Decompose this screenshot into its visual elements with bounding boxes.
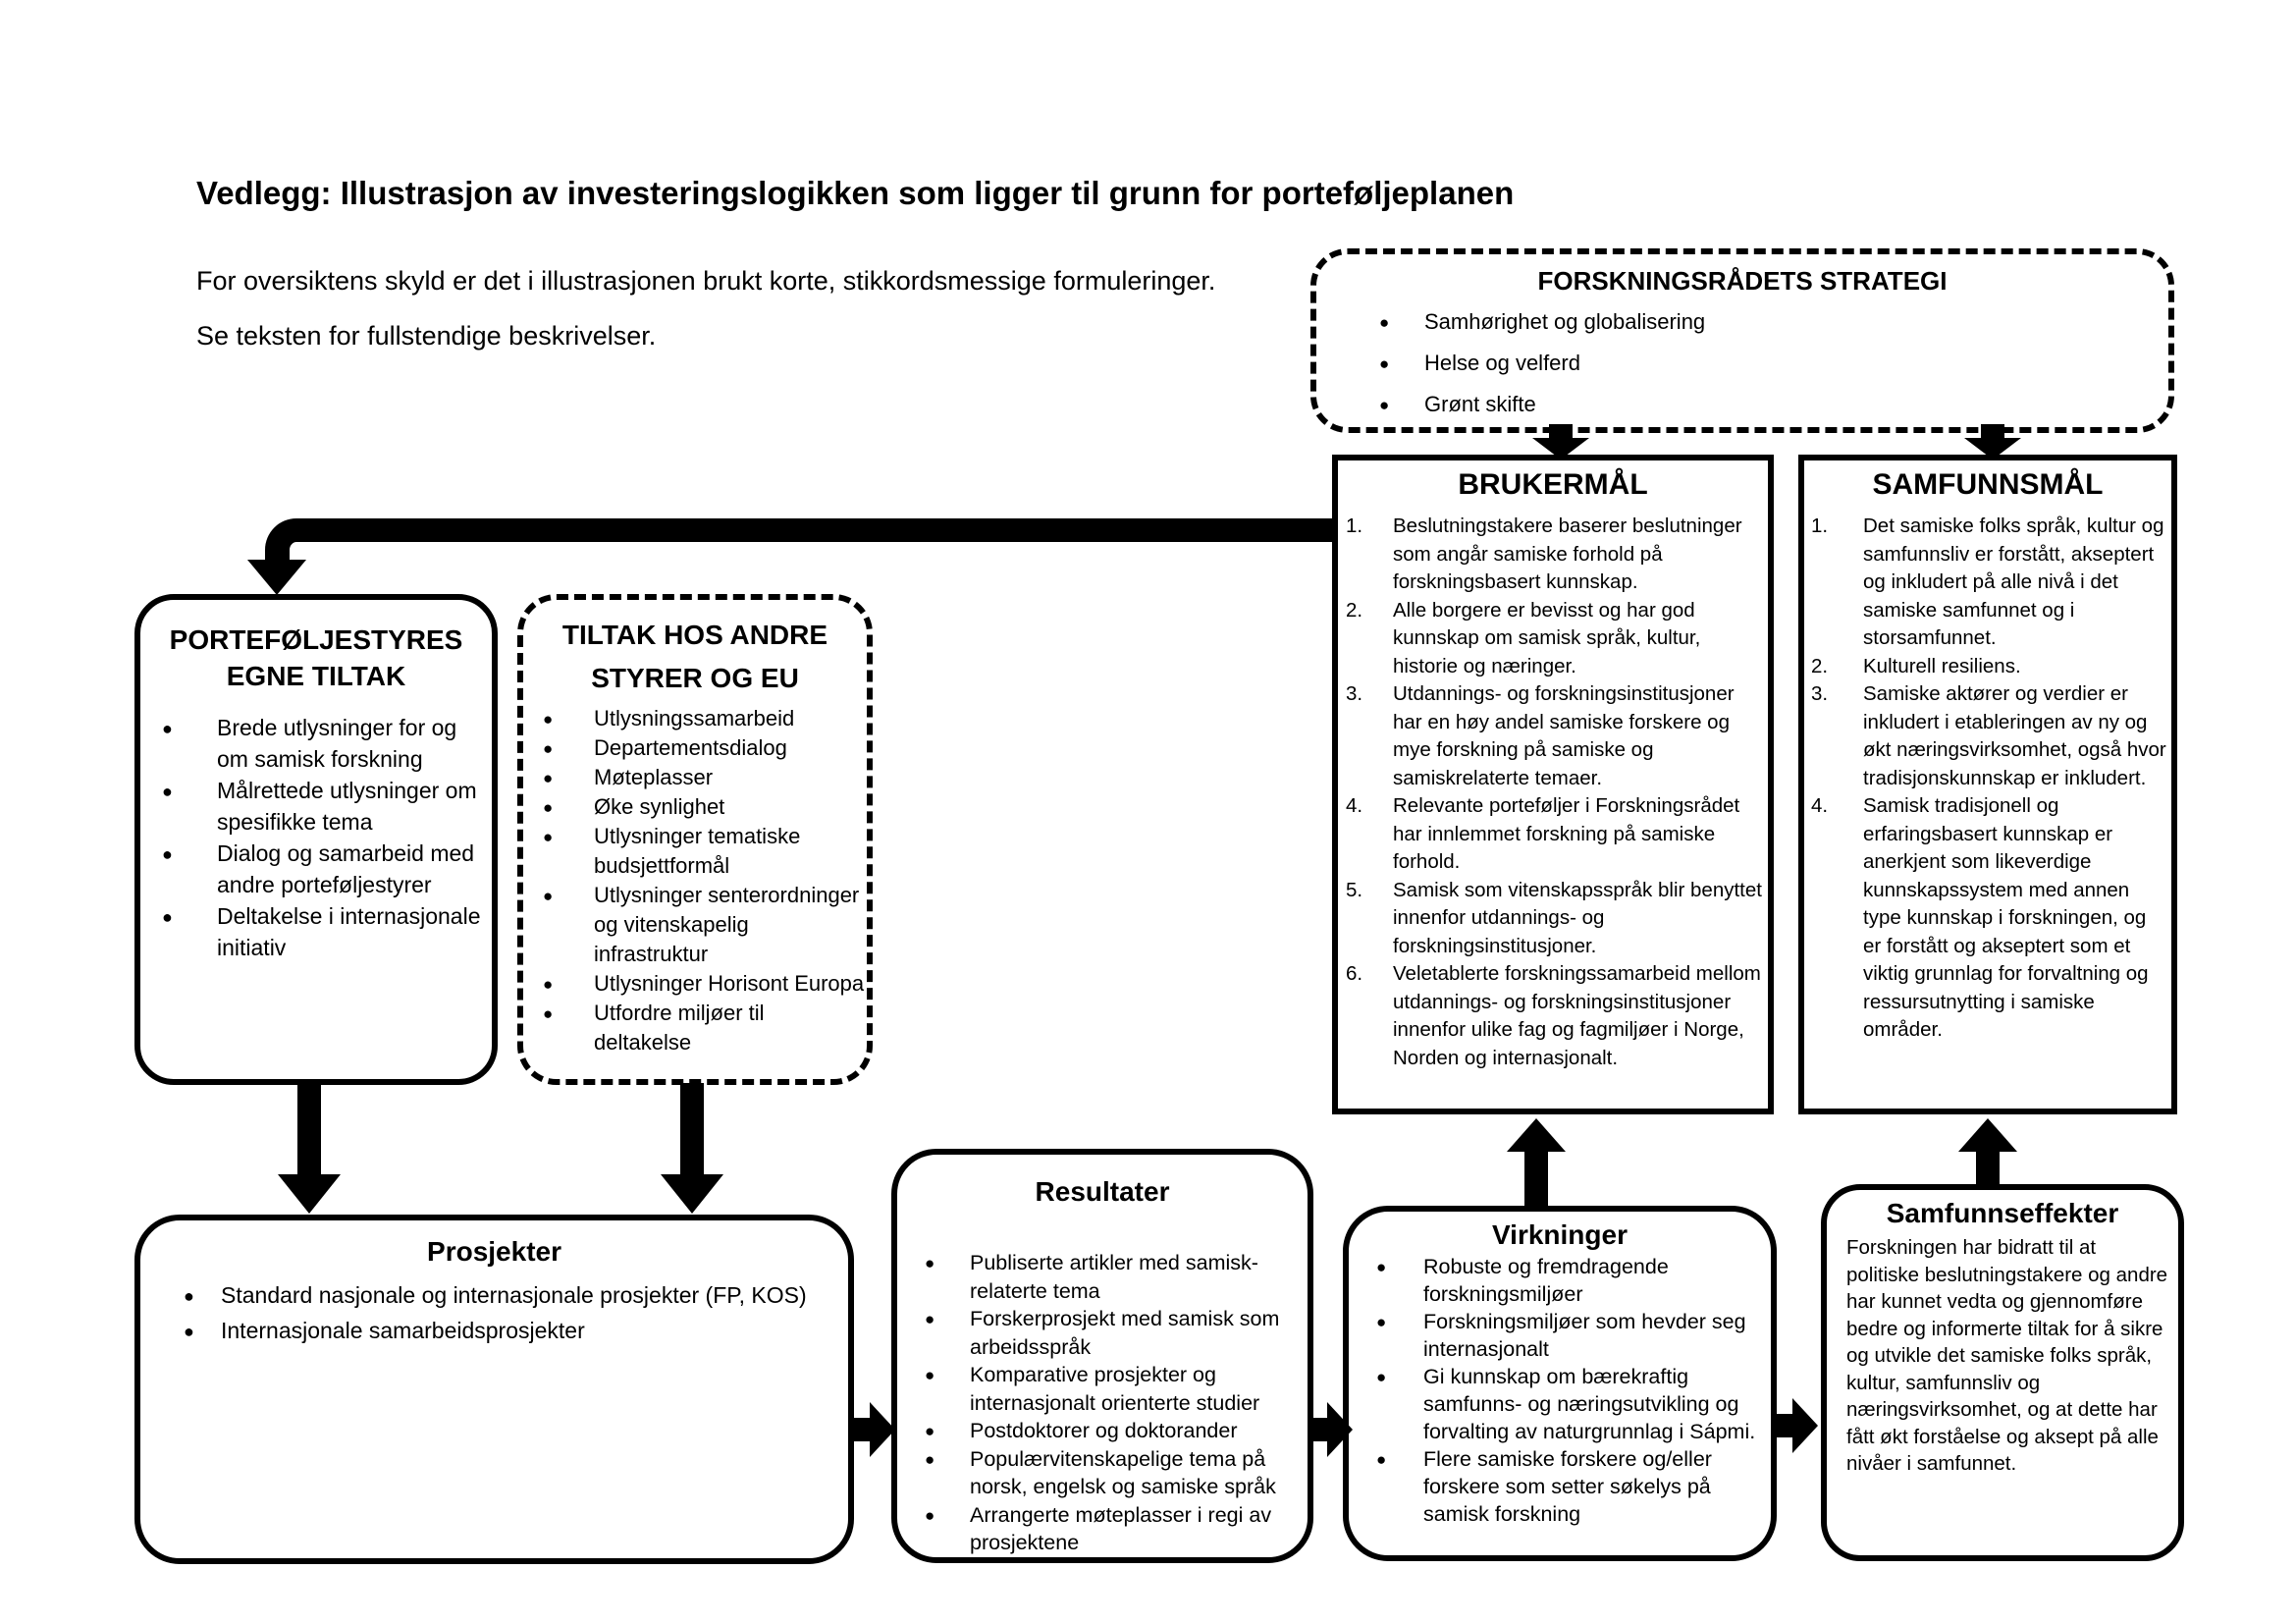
arrow-down-head bbox=[278, 1174, 341, 1214]
list-item: Det samiske folks språk, kultur og samfu… bbox=[1811, 513, 2164, 649]
resultater-box-title: Resultater bbox=[1035, 1176, 1170, 1207]
samfunnseffekter-box: Samfunnseffekter Forskningen har bidratt… bbox=[1821, 1184, 2184, 1561]
list-item: Gi kunnskap om bærekraftig samfunns- og … bbox=[1349, 1363, 1771, 1445]
list-item: Utlysninger senterordninger og vitenskap… bbox=[523, 881, 867, 969]
arrow-shaft bbox=[1524, 1149, 1548, 1210]
arrow-shaft bbox=[1976, 1149, 2000, 1188]
list-item: Samhørighet og globalisering bbox=[1379, 301, 2168, 344]
egne-tiltak-box-title: PORTEFØLJESTYRES EGNE TILTAK bbox=[169, 624, 463, 691]
strategy-box-title: FORSKNINGSRÅDETS STRATEGI bbox=[1537, 266, 1948, 296]
samfunnseffekter-box-title: Samfunnseffekter bbox=[1886, 1198, 2119, 1228]
list-item: Samisk som vitenskapsspråk blir benyttet… bbox=[1346, 877, 1762, 957]
virkninger-box-title: Virkninger bbox=[1492, 1219, 1628, 1250]
list-item: Standard nasjonale og internasjonale pro… bbox=[140, 1277, 848, 1314]
samfunnsmal-list: Det samiske folks språk, kultur og samfu… bbox=[1804, 513, 2171, 1045]
arrow-shaft bbox=[1771, 1414, 1796, 1437]
arrow-down-head bbox=[247, 560, 306, 595]
arrow-down-head bbox=[1532, 438, 1589, 460]
virkninger-box: Virkninger Robuste og fremdragende forsk… bbox=[1343, 1206, 1777, 1561]
list-item: Departementsdialog bbox=[523, 733, 867, 764]
list-item: Grønt skifte bbox=[1379, 384, 2168, 426]
list-item: Veletablerte forskningssamarbeid mellom … bbox=[1346, 960, 1761, 1069]
arrow-shaft bbox=[848, 1418, 874, 1441]
arrow-up-head bbox=[1958, 1118, 2017, 1152]
list-item: Deltakelse i internasjonale initiativ bbox=[140, 900, 492, 963]
list-item: Utfordre miljøer til deltakelse bbox=[523, 999, 867, 1057]
list-item: Samiske aktører og verdier er inkludert … bbox=[1811, 680, 2166, 789]
list-item: Utlysninger tematiske budsjettformål bbox=[523, 822, 867, 881]
egne-tiltak-list: Brede utlysninger for og om samisk forsk… bbox=[140, 712, 492, 963]
prosjekter-box-title: Prosjekter bbox=[427, 1236, 561, 1267]
list-item: Forskerprosjekt med samisk som arbeidssp… bbox=[897, 1305, 1308, 1361]
list-item: Helse og velferd bbox=[1379, 343, 2168, 385]
strategy-box: FORSKNINGSRÅDETS STRATEGI Samhørighet og… bbox=[1310, 248, 2174, 433]
samfunnsmal-box-title: SAMFUNNSMÅL bbox=[1872, 468, 2104, 501]
strategy-list: Samhørighet og globalisering Helse og ve… bbox=[1316, 301, 2168, 426]
arrow-shaft bbox=[1981, 424, 2004, 440]
arrow-up-head bbox=[1507, 1118, 1566, 1152]
list-item: Brede utlysninger for og om samisk forsk… bbox=[140, 712, 492, 775]
arrow-shaft bbox=[680, 1083, 704, 1177]
virkninger-list: Robuste og fremdragende forskningsmiljøe… bbox=[1349, 1253, 1771, 1528]
brukermal-box: BRUKERMÅL Beslutningstakere baserer besl… bbox=[1332, 455, 1774, 1114]
list-item: Utlysningssamarbeid bbox=[523, 704, 867, 734]
list-item: Kulturell resiliens. bbox=[1811, 653, 2021, 680]
samfunnseffekter-body: Forskningen har bidratt til at politiske… bbox=[1846, 1236, 2168, 1475]
list-item: Beslutningstakere baserer beslutninger s… bbox=[1346, 513, 1742, 593]
list-item: Øke synlighet bbox=[523, 792, 867, 823]
list-item: Alle borgere er bevisst og har god kunns… bbox=[1346, 597, 1701, 677]
list-item: Arrangerte møteplasser i regi av prosjek… bbox=[897, 1501, 1308, 1557]
arrow-right-head bbox=[1327, 1402, 1353, 1457]
arrow-right-head bbox=[1792, 1398, 1818, 1453]
list-item: Flere samiske forskere og/eller forskere… bbox=[1349, 1445, 1771, 1528]
brukermal-list: Beslutningstakere baserer beslutninger s… bbox=[1338, 513, 1768, 1072]
arrow-down-head bbox=[1964, 438, 2021, 460]
page-subtitle-line-1: For oversiktens skyld er det i illustras… bbox=[196, 266, 1216, 296]
list-item: Populærvitenskapelige tema på norsk, eng… bbox=[897, 1445, 1308, 1501]
arrow-shaft bbox=[297, 1083, 321, 1177]
page-subtitle: For oversiktens skyld er det i illustras… bbox=[196, 253, 1215, 363]
page-subtitle-line-2: Se teksten for fullstendige beskrivelser… bbox=[196, 321, 657, 351]
andre-tiltak-box: TILTAK HOS ANDRE STYRER OG EU Utlysnings… bbox=[517, 594, 873, 1085]
list-item: Komparative prosjekter og internasjonalt… bbox=[897, 1361, 1308, 1417]
prosjekter-list: Standard nasjonale og internasjonale pro… bbox=[140, 1277, 848, 1349]
list-item: Forskningsmiljøer som hevder seg interna… bbox=[1349, 1308, 1771, 1363]
andre-tiltak-list: Utlysningssamarbeid Departementsdialog M… bbox=[523, 704, 867, 1057]
list-item: Postdoktorer og doktorander bbox=[897, 1417, 1308, 1445]
list-item: Robuste og fremdragende forskningsmiljøe… bbox=[1349, 1253, 1771, 1308]
resultater-box: Resultater Publiserte artikler med samis… bbox=[891, 1149, 1313, 1563]
andre-tiltak-box-title: TILTAK HOS ANDRE STYRER OG EU bbox=[561, 620, 828, 693]
arrow-right-head bbox=[870, 1402, 895, 1457]
list-item: Målrettede utlysninger om spesifikke tem… bbox=[140, 775, 492, 838]
prosjekter-box: Prosjekter Standard nasjonale og interna… bbox=[134, 1215, 854, 1564]
arrow-down-head bbox=[661, 1174, 723, 1214]
list-item: Relevante porteføljer i Forskningsrådet … bbox=[1346, 792, 1740, 873]
samfunnsmal-box: SAMFUNNSMÅL Det samiske folks språk, kul… bbox=[1798, 455, 2177, 1114]
resultater-list: Publiserte artikler med samisk-relaterte… bbox=[897, 1249, 1308, 1557]
list-item: Publiserte artikler med samisk-relaterte… bbox=[897, 1249, 1308, 1305]
arrow-elbow-segment bbox=[265, 518, 1332, 568]
arrow-shaft bbox=[1549, 424, 1573, 440]
list-item: Møteplasser bbox=[523, 763, 867, 793]
brukermal-box-title: BRUKERMÅL bbox=[1458, 468, 1648, 501]
list-item: Internasjonale samarbeidsprosjekter bbox=[140, 1313, 848, 1349]
list-item: Utlysninger Horisont Europa bbox=[523, 969, 867, 1000]
egne-tiltak-box: PORTEFØLJESTYRES EGNE TILTAK Brede utlys… bbox=[134, 594, 498, 1085]
list-item: Dialog og samarbeid med andre portefølje… bbox=[140, 838, 492, 900]
list-item: Samisk tradisjonell og erfaringsbasert k… bbox=[1811, 792, 2149, 1041]
list-item: Utdannings- og forskningsinstitusjoner h… bbox=[1346, 680, 1735, 789]
page-title: Vedlegg: Illustrasjon av investeringslog… bbox=[196, 175, 1515, 211]
